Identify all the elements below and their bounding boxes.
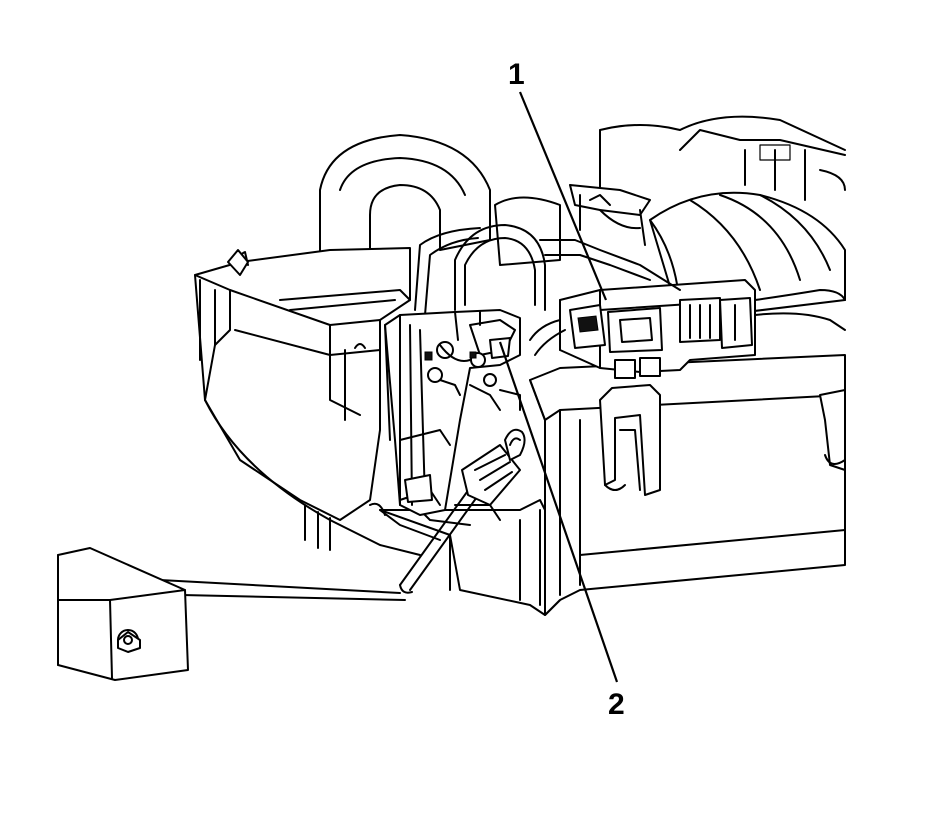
- leader-line-1: [518, 91, 608, 301]
- hvac-case-bottom: [369, 499, 561, 616]
- leader-line-2: [498, 341, 619, 683]
- callout-label-1: 1: [508, 58, 525, 91]
- actuator-module: [529, 279, 846, 379]
- wire-harness: [414, 184, 681, 316]
- mounting-bracket: [57, 547, 406, 681]
- rear-housing: [599, 115, 846, 201]
- control-cable: [399, 428, 526, 594]
- callout-label-2: 2: [608, 688, 625, 721]
- hvac-case-left: [194, 247, 421, 556]
- door-linkage: [384, 309, 521, 516]
- hvac-case-right: [529, 354, 846, 616]
